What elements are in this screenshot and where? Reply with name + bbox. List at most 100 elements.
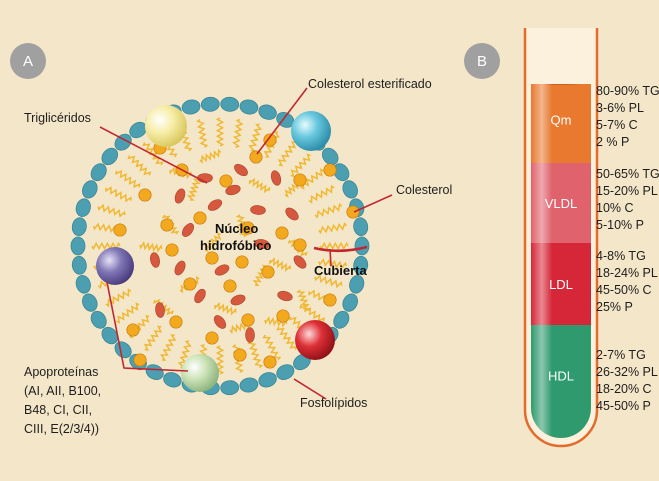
lipid-tail [97, 203, 126, 218]
lipid-tail [127, 155, 152, 176]
phospholipid-head [258, 104, 277, 120]
triglyceride [214, 264, 230, 276]
composition-vldl-line: 5-10% P [596, 218, 644, 232]
lipid-tail [314, 202, 343, 219]
triglyceride [285, 207, 299, 221]
phospholipid-head [239, 99, 259, 115]
label-apoproteinas: Apoproteínas (AI, AII, B100, B48, CI, CI… [24, 365, 101, 436]
apoprotein-green-sphere [181, 354, 219, 392]
phospholipid-head [75, 198, 91, 217]
apoprotein-purple-sphere [96, 247, 134, 285]
apoproteinas-line: (AI, AII, B100, [24, 384, 101, 398]
lipid-tail [214, 301, 237, 316]
cubierta-bracket [313, 245, 368, 253]
cholesterol [263, 133, 277, 147]
cholesterol [138, 188, 152, 202]
tube-glass-highlight [531, 84, 591, 438]
label-colesterol-esterificado: Colesterol esterificado [308, 77, 432, 91]
cholesterol [219, 174, 233, 188]
label-nucleo-line2: hidrofóbico [200, 238, 272, 253]
composition-ldl-line: 18-24% PL [596, 266, 658, 280]
lipid-tail [204, 232, 222, 253]
lipid-tail [319, 241, 349, 251]
triglyceride [155, 302, 165, 318]
cholesterol [346, 205, 360, 219]
triglyceride [254, 239, 270, 249]
triglyceride [250, 205, 266, 215]
apoproteinas-line: CIII, E(2/3/4)) [24, 422, 99, 436]
phospholipid-head [71, 255, 87, 275]
cholesterol [241, 313, 255, 327]
composition-ldl-line: 4-8% TG [596, 249, 646, 263]
cholesterol [223, 279, 237, 293]
cholesterol [241, 221, 255, 235]
phospholipid-head [349, 275, 365, 294]
pointer-cubierta [329, 248, 332, 267]
triglyceride [277, 290, 293, 302]
composition-qm-line: 80-90% TG [596, 84, 659, 98]
lipid-tail [142, 142, 164, 166]
label-cubierta: Cubierta [314, 263, 368, 278]
phospholipid-head [75, 275, 91, 294]
phospholipid-head [220, 96, 240, 112]
cholesterol [235, 255, 249, 269]
composition-vldl-line: 10% C [596, 201, 634, 215]
apoproteinas-line: B48, CI, CII, [24, 403, 92, 417]
lipid-tail [262, 334, 282, 361]
cholesterol [193, 211, 207, 225]
composition-ldl-line: 25% P [596, 300, 633, 314]
lipid-tail [276, 326, 298, 350]
lipid-tail [115, 169, 141, 189]
pointer-colesterol-esterificado [256, 87, 308, 155]
cholesterol [165, 243, 179, 257]
badge-a: A [10, 43, 46, 79]
phospholipid-head [239, 377, 259, 393]
phospholipid-head [181, 99, 201, 115]
cholesterol [293, 238, 307, 252]
cholesterol [205, 331, 219, 345]
cholesterol [275, 226, 289, 240]
composition-qm-line: 2 % P [596, 135, 629, 149]
triglyceride [225, 184, 241, 196]
phospholipid-head [200, 96, 220, 112]
lipid-tail [308, 184, 335, 204]
segment-label-qm: Qm [551, 113, 572, 128]
cholesterol [323, 293, 337, 307]
cholesterol [263, 355, 277, 369]
composition-hdl-line: 26-32% PL [596, 365, 658, 379]
triglyceride [181, 223, 195, 237]
label-nucleo-line1: Núcleo [215, 221, 258, 236]
lipid-tail [215, 117, 225, 147]
triglyceride [245, 327, 255, 343]
phospholipid-head [342, 180, 358, 199]
composition-hdl-line: 2-7% TG [596, 348, 646, 362]
phospholipid-head [101, 147, 119, 166]
lipid-tail [318, 222, 348, 235]
segment-label-ldl: LDL [549, 277, 573, 292]
lipid-tail [314, 274, 343, 289]
lipid-tail [105, 288, 132, 308]
lipid-tail [248, 177, 271, 194]
phospholipid-head [258, 372, 277, 388]
triglyceride [174, 260, 186, 276]
panel-a: A Colesterol esterificado Triglicéridos [10, 43, 452, 436]
phospholipid-head [321, 147, 339, 166]
composition-ldl-line: 45-50% C [596, 283, 652, 297]
phospholipid-head [276, 364, 295, 380]
composition-qm-line: 5-7% C [596, 118, 638, 132]
cholesterol [160, 218, 174, 232]
phospholipid-head [342, 293, 358, 312]
cholesterol [261, 265, 275, 279]
badge-b-text: B [477, 53, 487, 70]
composition-qm-line: 3-6% PL [596, 101, 644, 115]
lipid-tail [116, 302, 140, 324]
label-colesterol: Colesterol [396, 183, 452, 197]
lipid-tail [160, 334, 177, 361]
badge-b: B [464, 43, 500, 79]
cholesterol [126, 323, 140, 337]
phospholipid-head [71, 217, 87, 237]
badge-a-text: A [23, 53, 33, 70]
